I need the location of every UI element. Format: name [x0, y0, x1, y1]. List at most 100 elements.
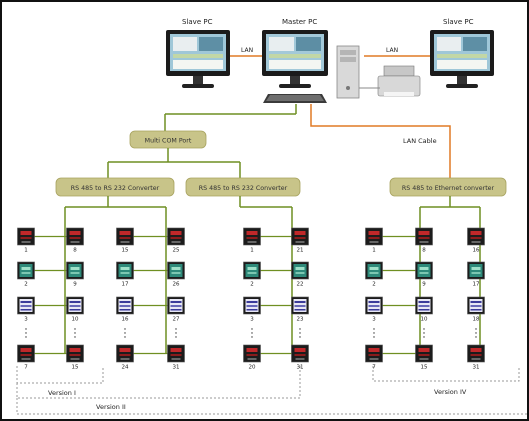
meter-number: 22	[297, 282, 304, 288]
meter-number: 7	[372, 365, 376, 371]
continuation-dot	[423, 332, 425, 334]
meter-number: 2	[372, 282, 376, 288]
slave-pc-right-label: Slave PC	[443, 18, 474, 26]
continuation-dot	[475, 336, 477, 338]
energy-meter-icon	[17, 344, 35, 363]
energy-meter-icon	[365, 344, 383, 363]
version-2-bracket	[16, 366, 301, 399]
energy-meter-icon	[415, 261, 433, 280]
energy-meter-icon	[291, 344, 309, 363]
continuation-dot	[175, 336, 177, 338]
energy-meter-icon	[415, 227, 433, 246]
continuation-dot	[25, 328, 27, 330]
energy-meter-icon	[17, 296, 35, 315]
energy-meter-icon	[17, 227, 35, 246]
meter-number: 10	[421, 317, 428, 323]
meter-number: 3	[24, 317, 28, 323]
meter-number: 15	[72, 365, 79, 371]
energy-meter-icon	[243, 344, 261, 363]
energy-meter-icon	[291, 261, 309, 280]
continuation-dot	[251, 328, 253, 330]
converter-box-3	[389, 177, 507, 197]
meter-number: 10	[72, 317, 79, 323]
energy-meter-icon	[415, 296, 433, 315]
meter-number: 1	[24, 248, 28, 254]
continuation-dot	[299, 328, 301, 330]
version-2-label: Version II	[96, 403, 126, 411]
energy-meter-icon	[66, 296, 84, 315]
lan-cable-label: LAN Cable	[403, 137, 437, 145]
continuation-dot	[251, 332, 253, 334]
meter-number: 8	[422, 248, 426, 254]
master-pc-monitor-icon	[262, 30, 328, 88]
converter-3-label: RS 485 to Ethernet converter	[402, 185, 495, 192]
energy-meter-icon	[167, 261, 185, 280]
meter-number: 31	[173, 365, 180, 371]
version-1-label: Version I	[48, 389, 76, 397]
continuation-dot	[74, 328, 76, 330]
meter-number: 26	[173, 282, 180, 288]
continuation-dot	[373, 332, 375, 334]
version-3-bracket	[16, 398, 528, 415]
energy-meter-icon	[116, 227, 134, 246]
energy-meter-icon	[291, 296, 309, 315]
slave-pc-left-monitor-icon	[166, 30, 230, 88]
energy-meter-icon	[467, 261, 485, 280]
meter-number: 16	[122, 317, 129, 323]
converter-2-label: RS 485 to RS 232 Converter	[199, 185, 288, 192]
meter-number: 3	[372, 317, 376, 323]
energy-meter-icon	[415, 344, 433, 363]
meter-number: 21	[297, 248, 304, 254]
meter-number: 15	[421, 365, 428, 371]
converter-box-1	[55, 177, 175, 197]
meter-number: 27	[173, 317, 180, 323]
meter-number: 16	[473, 248, 480, 254]
energy-meter-icon	[365, 296, 383, 315]
continuation-dot	[423, 336, 425, 338]
continuation-dot	[423, 328, 425, 330]
continuation-dot	[299, 336, 301, 338]
energy-meter-icon	[66, 227, 84, 246]
meter-number: 3	[250, 317, 254, 323]
continuation-dot	[124, 332, 126, 334]
meter-number: 17	[473, 282, 480, 288]
converter-1-label: RS 485 to RS 232 Converter	[71, 185, 160, 192]
energy-meter-icon	[243, 261, 261, 280]
meter-number: 9	[73, 282, 77, 288]
energy-meter-icon	[66, 261, 84, 280]
continuation-dot	[475, 328, 477, 330]
energy-meter-icon	[243, 227, 261, 246]
meter-number: 25	[173, 248, 180, 254]
energy-meter-icon	[467, 344, 485, 363]
meter-number: 18	[473, 317, 480, 323]
energy-meter-icon	[365, 227, 383, 246]
meter-number: 2	[250, 282, 254, 288]
energy-meter-icon	[17, 261, 35, 280]
energy-meter-icon	[243, 296, 261, 315]
continuation-dot	[373, 328, 375, 330]
energy-meter-icon	[116, 261, 134, 280]
meter-number: 9	[422, 282, 426, 288]
energy-meter-icon	[116, 296, 134, 315]
energy-meter-icon	[365, 261, 383, 280]
lan-cable-line	[310, 104, 451, 178]
meter-number: 1	[250, 248, 254, 254]
printer-icon	[377, 65, 421, 97]
meter-number: 31	[473, 365, 480, 371]
continuation-dot	[251, 336, 253, 338]
energy-meter-icon	[167, 227, 185, 246]
continuation-dot	[74, 336, 76, 338]
continuation-dot	[25, 336, 27, 338]
meter-number: 23	[297, 317, 304, 323]
continuation-dot	[373, 336, 375, 338]
energy-meter-icon	[467, 296, 485, 315]
converter-box-2	[185, 177, 301, 197]
multi-com-port-label: Multi COM Port	[145, 138, 192, 145]
energy-meter-icon	[467, 227, 485, 246]
version-1-bracket	[16, 366, 104, 384]
meter-number: 7	[24, 365, 28, 371]
continuation-dot	[124, 328, 126, 330]
meter-number: 2	[24, 282, 28, 288]
